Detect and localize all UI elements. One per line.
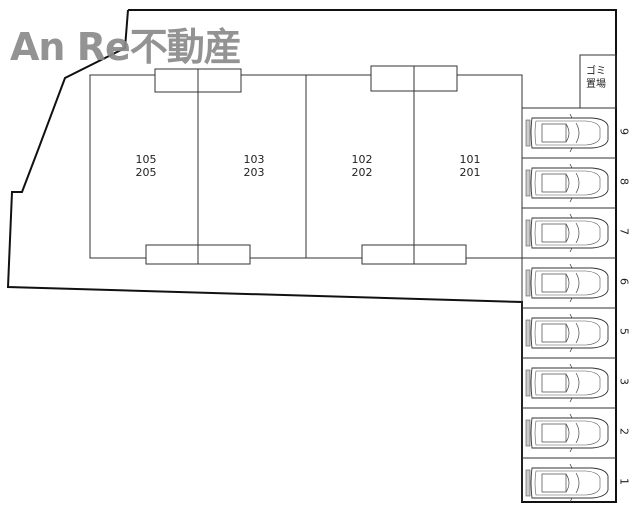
stall-number-6: 6 — [617, 278, 631, 285]
garbage-label-line2: 置場 — [586, 79, 606, 90]
unit-label-103-203: 103 203 — [234, 153, 274, 179]
stall-number-2: 2 — [617, 428, 631, 435]
stall-number-9: 9 — [617, 128, 631, 135]
unit-number-upper: 205 — [135, 166, 157, 179]
parking-area — [521, 107, 616, 502]
unit-number-upper: 203 — [243, 166, 265, 179]
stall-number-5: 5 — [617, 328, 631, 335]
building — [89, 65, 523, 265]
unit-label-102-202: 102 202 — [342, 153, 382, 179]
stall-number-8: 8 — [617, 178, 631, 185]
unit-label-105-205: 105 205 — [126, 153, 166, 179]
unit-number-ground: 101 — [459, 153, 481, 166]
unit-number-upper: 201 — [459, 166, 481, 179]
stall-number-7: 7 — [617, 228, 631, 235]
unit-label-101-201: 101 201 — [450, 153, 490, 179]
garbage-label-line1: ゴミ — [586, 66, 606, 77]
unit-number-ground: 105 — [135, 153, 157, 166]
stall-number-1: 1 — [617, 478, 631, 485]
watermark-logo: An Re不動産 — [10, 25, 242, 69]
lot-boundary — [6, 9, 617, 503]
unit-number-upper: 202 — [351, 166, 373, 179]
stall-number-3: 3 — [617, 378, 631, 385]
unit-number-ground: 102 — [351, 153, 373, 166]
unit-number-ground: 103 — [243, 153, 265, 166]
garbage-area-label: ゴミ 置場 — [582, 56, 610, 100]
